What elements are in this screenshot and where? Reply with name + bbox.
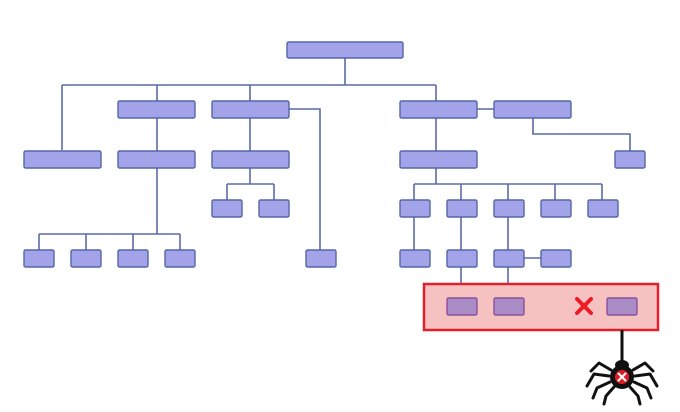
tree-node	[493, 249, 525, 268]
tree-nodes	[23, 41, 646, 316]
tree-node	[258, 199, 290, 218]
tree-node	[399, 150, 478, 169]
tree-node	[117, 150, 196, 169]
connector-line	[288, 108, 321, 250]
tree-node	[399, 199, 431, 218]
tree-node	[446, 249, 478, 268]
x-mark-icon	[575, 297, 593, 315]
tree-node	[305, 249, 337, 268]
tree-node	[540, 249, 572, 268]
tree-node	[117, 249, 149, 268]
spider-icon	[585, 330, 659, 406]
tree-node	[587, 199, 619, 218]
tree-node	[286, 41, 404, 59]
flagged-node	[446, 297, 478, 316]
tree-node	[117, 100, 196, 119]
flagged-node	[493, 297, 525, 316]
tree-node	[399, 100, 478, 119]
tree-node	[493, 199, 525, 218]
connector-line	[532, 118, 631, 151]
tree-node	[164, 249, 196, 268]
flagged-node	[606, 297, 638, 316]
tree-node	[211, 150, 290, 169]
tree-node	[493, 100, 572, 119]
tree-node	[211, 100, 290, 119]
tree-node	[23, 249, 55, 268]
tree-node	[399, 249, 431, 268]
tree-node	[614, 150, 646, 169]
tree-node	[446, 199, 478, 218]
connector-lines	[38, 58, 631, 298]
tree-node	[540, 199, 572, 218]
tree-node	[211, 199, 243, 218]
tree-node	[23, 150, 102, 169]
tree-node	[70, 249, 102, 268]
